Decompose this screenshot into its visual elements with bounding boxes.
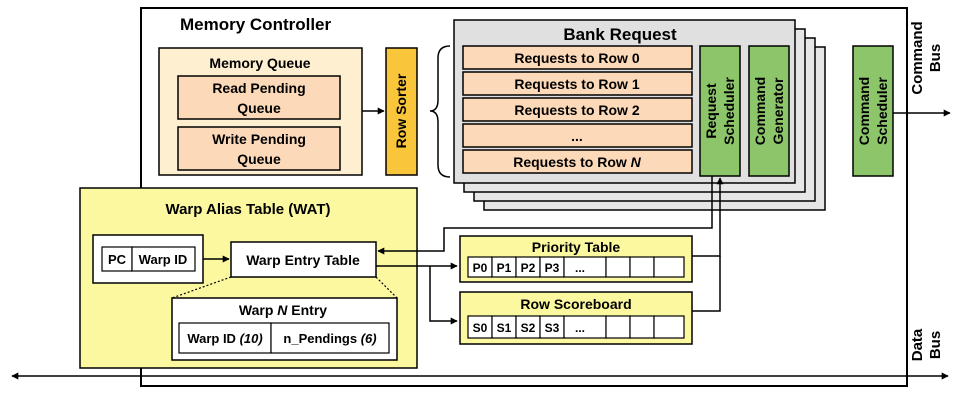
entry-field-n-pendings-text: n_Pendings <box>283 331 360 346</box>
arrow-scheduler-to-entry <box>377 176 713 255</box>
request-row-0 <box>462 45 693 70</box>
command-bus-label-2: Bus <box>927 44 944 72</box>
command-scheduler-label-1: Command <box>856 77 872 145</box>
entry-field-warp-id <box>178 322 272 354</box>
request-row-0-label: Requests to Row 0 <box>514 50 639 66</box>
request-scheduler <box>699 45 741 177</box>
priority-cell-2-label: P2 <box>521 261 536 275</box>
request-row-2 <box>462 97 693 122</box>
row-sorter-label: Row Sorter <box>393 73 409 148</box>
request-row-ellipsis <box>462 123 693 148</box>
entry-field-warp-id-label: Warp ID (10) <box>187 331 262 346</box>
request-row-n <box>462 149 693 174</box>
request-row-2-label: Requests to Row 2 <box>514 102 639 118</box>
write-pending-queue-label-1: Write Pending <box>212 131 306 147</box>
arrow-entry-to-scoreboard <box>429 266 458 325</box>
warp-entry-table-label: Warp Entry Table <box>246 252 360 268</box>
request-scheduler-label-1: Request <box>703 83 719 139</box>
warp-n-entry-suffix: Entry <box>287 302 327 318</box>
priority-cell-empty-1 <box>605 256 631 278</box>
entry-field-warp-id-bits: (10) <box>240 331 263 346</box>
write-pending-queue <box>177 126 341 171</box>
warp-id-cell <box>131 246 196 272</box>
command-bus-label-1: Command <box>909 21 926 94</box>
request-row-n-prefix: Requests to Row <box>513 154 630 170</box>
scoreboard-cell-ellipsis-label: ... <box>575 321 585 335</box>
data-bus-label-1: Data <box>909 328 926 361</box>
command-scheduler-label-2: Scheduler <box>874 77 890 145</box>
pc-label: PC <box>108 252 127 267</box>
memory-queue-title: Memory Queue <box>209 55 310 71</box>
read-pending-queue-label-1: Read Pending <box>212 80 305 96</box>
entry-field-n-pendings-bits: (6) <box>361 331 377 346</box>
priority-cell-empty-3 <box>653 256 685 278</box>
scoreboard-cell-empty-1 <box>605 315 631 339</box>
read-pending-queue-label-2: Queue <box>237 100 281 116</box>
request-row-1 <box>462 71 693 96</box>
priority-cell-ellipsis-label: ... <box>575 261 585 275</box>
priority-table-cells: P0 P1 P2 P3 ... <box>467 256 685 278</box>
row-sorter-box <box>385 47 418 176</box>
entry-field-n-pendings <box>270 322 390 354</box>
scoreboard-cell-empty-3 <box>653 315 685 339</box>
row-scoreboard-title: Row Scoreboard <box>520 296 631 312</box>
command-generator-label-1: Command <box>752 77 768 145</box>
priority-cell-empty-2 <box>629 256 655 278</box>
scoreboard-cell-2-label: S2 <box>521 321 536 335</box>
scoreboard-cell-empty-2 <box>629 315 655 339</box>
priority-cell-1-label: P1 <box>497 261 512 275</box>
request-scheduler-label-2: Scheduler <box>721 77 737 145</box>
warp-n-entry-n: N <box>277 302 288 318</box>
bank-request-title: Bank Request <box>563 25 677 44</box>
scoreboard-cell-3-label: S3 <box>545 321 560 335</box>
command-generator-label-2: Generator <box>770 77 786 144</box>
priority-cell-3-label: P3 <box>545 261 560 275</box>
priority-table-title: Priority Table <box>532 239 621 255</box>
command-generator <box>748 45 790 177</box>
request-row-ellipsis-label: ... <box>571 128 583 144</box>
request-row-1-label: Requests to Row 1 <box>514 76 639 92</box>
pc-cell <box>101 246 133 272</box>
scoreboard-cell-0-label: S0 <box>473 321 488 335</box>
scoreboard-cell-1-label: S1 <box>497 321 512 335</box>
warp-n-entry-prefix: Warp <box>239 302 277 318</box>
entry-field-n-pendings-label: n_Pendings (6) <box>283 331 376 346</box>
sorter-brace <box>429 45 451 178</box>
data-bus-label-2: Bus <box>927 331 944 359</box>
write-pending-queue-label-2: Queue <box>237 151 281 167</box>
row-scoreboard-cells: S0 S1 S2 S3 ... <box>467 315 685 339</box>
zoom-line-right <box>375 276 398 299</box>
priority-cell-0-label: P0 <box>473 261 488 275</box>
warp-id-label: Warp ID <box>139 252 188 267</box>
request-row-n-label: Requests to Row N <box>513 154 641 170</box>
wat-title: Warp Alias Table (WAT) <box>165 201 330 218</box>
memory-controller-title: Memory Controller <box>180 15 332 34</box>
arrow-scoreboard-to-scheduler <box>692 256 721 312</box>
request-row-n-suffix: N <box>631 154 642 170</box>
entry-field-warp-id-text: Warp ID <box>187 331 239 346</box>
zoom-line-left <box>171 276 232 299</box>
read-pending-queue <box>177 75 341 120</box>
warp-entry-table <box>230 241 377 278</box>
warp-n-entry-title: Warp N Entry <box>239 302 327 318</box>
command-scheduler <box>852 45 894 177</box>
